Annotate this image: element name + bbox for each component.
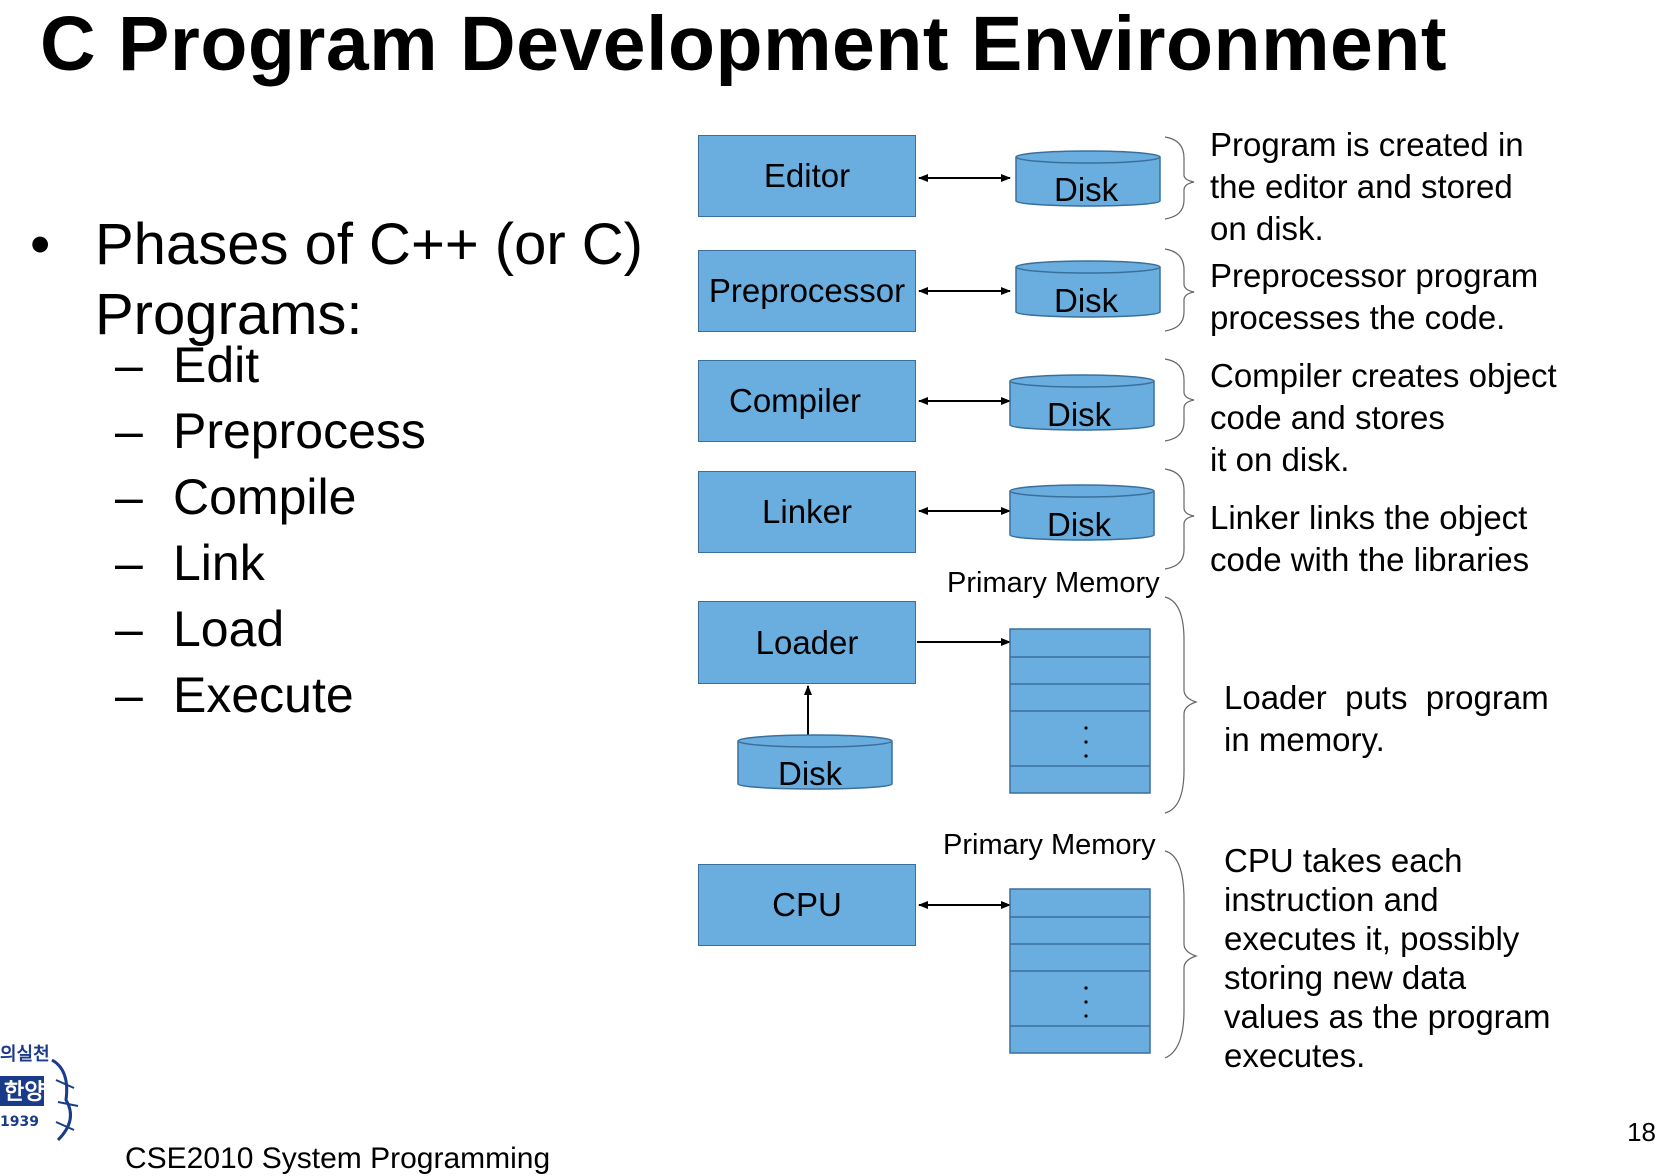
sub-bullet-preprocess: –Preprocess [115, 403, 426, 459]
disk-cylinder-compiler [1009, 374, 1155, 431]
disk-cylinder-editor [1015, 150, 1161, 207]
primary-memory-block-loader [1009, 628, 1151, 794]
diagram-graphics [737, 136, 1198, 1059]
main-bullet-text: Phases of C++ (or C) Programs: [95, 210, 695, 350]
primary-memory-label-cpu: Primary Memory [943, 829, 1156, 861]
disk-cylinder-linker [1009, 484, 1155, 541]
memory-ellipsis-cpu [1084, 986, 1088, 1018]
disk-label-compiler: Disk [1047, 396, 1112, 433]
main-bullet-line-1: Phases of C++ (or C) [95, 212, 643, 277]
sub-bullet-execute: –Execute [115, 667, 354, 723]
sub-bullet-load: –Load [115, 601, 285, 657]
description-cpu: CPU takes each instruction and executes … [1224, 842, 1551, 1074]
svg-text:1939: 1939 [0, 1114, 39, 1130]
editor-box: Editor [698, 135, 916, 217]
svg-text:의실천: 의실천 [0, 1044, 50, 1065]
main-bullet-line-2: Programs: [95, 282, 363, 347]
disk-cylinder-preprocessor [1015, 260, 1161, 318]
brace-loader [1164, 596, 1198, 814]
brace-preprocessor [1164, 248, 1195, 332]
description-linker: Linker links the object code with the li… [1210, 499, 1530, 578]
preprocessor-box: Preprocessor [698, 250, 916, 332]
compiler-box: Compiler [698, 360, 916, 442]
brace-cpu [1164, 850, 1198, 1059]
cpu-box: CPU [698, 864, 916, 946]
primary-memory-block-cpu [1009, 888, 1151, 1054]
disk-label-linker: Disk [1047, 506, 1112, 543]
brace-compiler [1164, 358, 1195, 442]
footer-text: CSE2010 System Programming [125, 1142, 551, 1175]
disk-cylinder-loader [737, 734, 893, 790]
brace-editor [1164, 136, 1195, 220]
brace-linker [1164, 468, 1195, 570]
description-compiler: Compiler creates object code and stores … [1210, 357, 1557, 478]
disk-label-preprocessor: Disk [1054, 282, 1119, 319]
sub-bullet-edit: –Edit [115, 337, 260, 393]
university-logo: 의실천 한양 1939 [0, 1040, 90, 1153]
primary-memory-label-loader: Primary Memory [947, 567, 1160, 599]
sub-bullet-compile: –Compile [115, 469, 357, 525]
university-seal-icon: 의실천 한양 1939 [0, 1044, 79, 1142]
disk-label-loader: Disk [778, 755, 843, 792]
disk-label-editor: Disk [1054, 171, 1119, 208]
description-preprocessor: Preprocessor program processes the code. [1210, 257, 1539, 336]
description-loader: Loader puts program in memory. [1224, 679, 1549, 758]
page-number: 18 [1627, 1117, 1656, 1147]
description-editor: Program is created in the editor and sto… [1210, 126, 1524, 247]
memory-ellipsis-loader [1084, 726, 1088, 758]
slide-title: C Program Development Environment [40, 1, 1448, 87]
bullet-marker: • [30, 212, 51, 277]
linker-box: Linker [698, 471, 916, 553]
sub-bullet-link: –Link [115, 535, 265, 591]
svg-text:한양: 한양 [4, 1080, 44, 1105]
loader-box: Loader [698, 601, 916, 684]
